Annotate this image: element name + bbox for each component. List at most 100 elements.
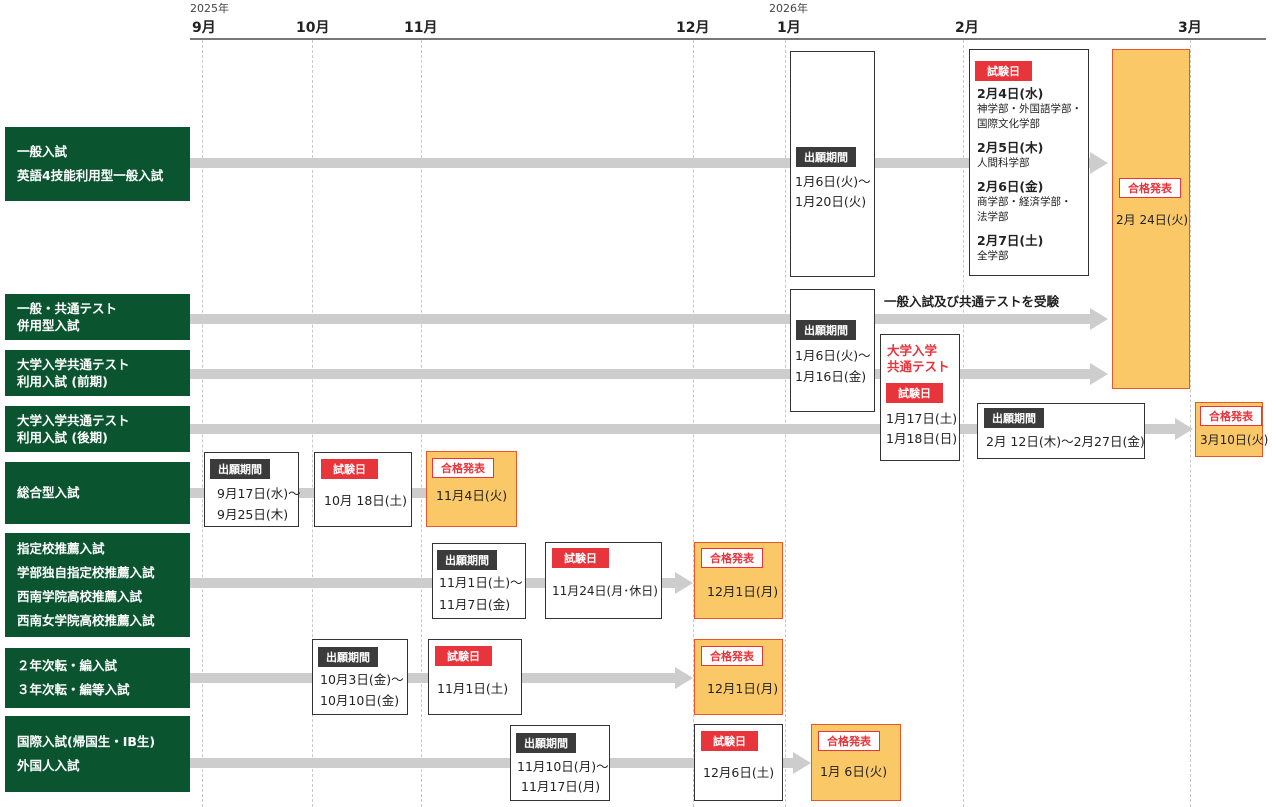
row-label-line: ２年次転・編入試 [17, 658, 118, 673]
designated-result-box: 合格発表 12月1日(月) [694, 542, 783, 619]
international-application-end: 11月17日(月) [521, 779, 601, 794]
arrow-common-early [1090, 363, 1108, 385]
designated-result-date: 12月1日(月) [707, 584, 779, 599]
exam-day-tag: 試験日 [435, 646, 492, 666]
year-2026-label: 2026年 [769, 2, 808, 15]
row-label-line: 西南女学院高校推薦入試 [17, 613, 155, 628]
gridline-sep [202, 40, 203, 807]
common-early-application-start: 1月6日(火)〜 [795, 348, 871, 363]
general-exam-date-1: 2月4日(水) [977, 86, 1044, 101]
international-result-date: 1月 6日(火) [820, 764, 888, 779]
month-sep: 9月 [192, 20, 216, 36]
result-tag: 合格発表 [1119, 178, 1181, 198]
general-exam-faculty: 商学部・経済学部・ [977, 196, 1072, 208]
common-early-application-box: 出願期間 1月6日(火)〜 1月16日(金) [790, 289, 875, 412]
result-tag: 合格発表 [432, 458, 494, 478]
international-application-start: 11月10日(月)〜 [517, 759, 609, 774]
gridline-nov [421, 40, 422, 807]
designated-exam-date: 11月24日(月･休日) [552, 584, 658, 598]
comprehensive-result-date: 11月4日(火) [436, 488, 508, 503]
common-test-exam-day-2: 1月18日(日) [886, 431, 958, 446]
common-late-application-dates: 2月 12日(木)〜2月27日(金) [986, 434, 1145, 449]
arrow-general-common [1090, 308, 1108, 330]
transfer-application-start: 10月3日(金)〜 [320, 672, 404, 687]
arrow-designated [675, 572, 693, 594]
row-label-general-common: 一般・共通テスト 併用型入試 [5, 294, 190, 340]
result-tag: 合格発表 [818, 731, 880, 751]
common-late-application-box: 出願期間 2月 12日(木)〜2月27日(金) [977, 403, 1145, 459]
arrow-international [793, 752, 811, 774]
row-label-line: 併用型入試 [17, 318, 80, 333]
application-period-tag: 出願期間 [516, 733, 576, 753]
comprehensive-application-box: 出願期間 9月17日(水)〜 9月25日(木) [204, 452, 301, 527]
transfer-result-date: 12月1日(月) [707, 681, 779, 696]
timeline-bar-general-common [190, 314, 1090, 324]
common-early-application-end: 1月16日(金) [795, 369, 867, 384]
row-label-line: 一般入試 [17, 144, 68, 159]
general-exam-date-4: 2月7日(土) [977, 233, 1044, 248]
timeline-bar-common-early [190, 369, 1090, 379]
common-late-result-date: 3月10日(火) [1200, 433, 1269, 447]
row-label-common-late: 大学入学共通テスト 利用入試 (後期) [5, 406, 190, 452]
general-result-date: 2月 24日(火) [1116, 213, 1189, 227]
general-application-box: 出願期間 1月6日(火)〜 1月20日(火) [790, 51, 875, 277]
common-test-exam-day-1: 1月17日(土) [886, 411, 958, 426]
general-exam-faculty: 法学部 [977, 211, 1009, 223]
application-period-tag: 出願期間 [984, 408, 1044, 428]
common-late-result-box: 合格発表 3月10日(火) [1195, 402, 1268, 457]
timeline-bar-general [190, 158, 1090, 168]
row-label-line: 国際入試(帰国生・IB生) [17, 734, 156, 749]
exam-day-tag: 試験日 [975, 61, 1032, 81]
common-test-name: 大学入学 共通テスト [887, 343, 950, 375]
general-application-end: 1月20日(火) [795, 194, 867, 209]
arrow-general [1090, 152, 1108, 174]
row-label-line: 利用入試 (後期) [17, 430, 108, 445]
arrow-common-late [1175, 418, 1193, 440]
general-exam-faculty: 全学部 [977, 250, 1009, 262]
transfer-result-box: 合格発表 12月1日(月) [694, 639, 783, 715]
application-period-tag: 出願期間 [210, 459, 270, 479]
row-label-line: 利用入試 (前期) [17, 374, 108, 389]
row-label-line: 大学入学共通テスト [17, 357, 130, 372]
common-test-name-line: 共通テスト [887, 359, 950, 374]
general-exam-faculty: 国際文化学部 [977, 118, 1040, 130]
month-oct: 10月 [296, 20, 330, 36]
month-feb: 2月 [955, 20, 979, 36]
arrow-transfer [675, 667, 693, 689]
general-application-start: 1月6日(火)〜 [795, 174, 871, 189]
general-exam-date-3: 2月6日(金) [977, 179, 1044, 194]
row-label-line: ３年次転・編等入試 [17, 682, 130, 697]
result-tag: 合格発表 [701, 646, 763, 666]
transfer-application-box: 出願期間 10月3日(金)〜 10月10日(金) [312, 639, 408, 715]
transfer-application-end: 10月10日(金) [320, 693, 400, 708]
row-label-line: 総合型入試 [17, 485, 80, 500]
transfer-exam-date: 11月1日(土) [437, 681, 509, 696]
gridline-dec [693, 40, 694, 807]
row-label-line: 学部独自指定校推薦入試 [17, 565, 155, 580]
designated-application-box: 出願期間 11月1日(土)〜 11月7日(金) [432, 543, 526, 619]
timeline-bar-common-late [190, 424, 1175, 434]
row-label-line: 一般・共通テスト [17, 301, 118, 316]
international-exam-box: 試験日 12月6日(土) [694, 724, 783, 801]
general-exam-date-2: 2月5日(木) [977, 140, 1044, 155]
designated-application-start: 11月1日(土)〜 [439, 575, 523, 590]
row-label-line: 西南学院高校推薦入試 [17, 589, 143, 604]
designated-exam-box: 試験日 11月24日(月･休日) [545, 542, 662, 619]
month-mar: 3月 [1178, 20, 1202, 36]
international-application-box: 出願期間 11月10日(月)〜 11月17日(月) [510, 725, 610, 801]
application-period-tag: 出願期間 [437, 550, 497, 570]
result-tag: 合格発表 [701, 548, 763, 568]
gridline-jan [785, 40, 786, 807]
timeline-bar-comprehensive [190, 488, 426, 498]
general-exam-faculty: 人間科学部 [977, 157, 1030, 169]
year-2025-label: 2025年 [190, 2, 229, 15]
result-tag: 合格発表 [1200, 406, 1262, 426]
row-label-line: 外国人入試 [17, 758, 80, 773]
gridline-feb [963, 40, 964, 807]
row-label-line: 大学入学共通テスト [17, 413, 130, 428]
international-exam-date: 12月6日(土) [703, 765, 775, 780]
application-period-tag: 出願期間 [796, 147, 856, 167]
general-exam-faculty: 神学部・外国語学部・ [977, 103, 1082, 115]
exam-day-tag: 試験日 [886, 383, 943, 403]
comprehensive-result-box: 合格発表 11月4日(火) [426, 451, 517, 527]
